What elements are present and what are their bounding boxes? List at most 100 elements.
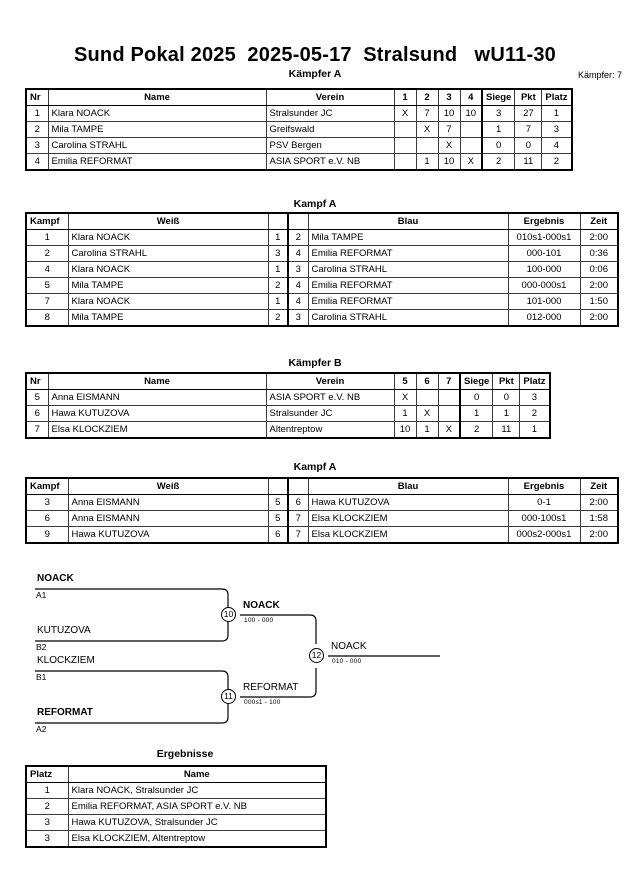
matches-a-th-kampf: Kampf (25, 213, 69, 230)
pool-a-th-2: 2 (415, 89, 439, 106)
pool-cell-siege: 3 (481, 105, 516, 122)
matches-a-th-wn (267, 213, 289, 230)
match-cell-blau: Elsa KLOCKZIEM (307, 510, 509, 527)
match-cell-kampf: 1 (25, 229, 69, 246)
results-th-name: Name (67, 766, 327, 783)
match-cell-weiss: Mila TAMPE (67, 309, 269, 327)
match-cell-blau-nr: 3 (287, 309, 309, 327)
pool-cell-nr: 2 (25, 121, 49, 138)
pool-cell-name: Anna EISMANN (47, 389, 267, 406)
results-cell-name: Hawa KUTUZOVA, Stralsunder JC (67, 814, 327, 831)
bracket-entry-seed-1: B2 (36, 642, 47, 652)
match-cell-ergebnis: 000-100s1 (507, 510, 581, 527)
match-cell-blau: Carolina STRAHL (307, 309, 509, 327)
match-cell-ergebnis: 000-000s1 (507, 277, 581, 294)
match-cell-kampf: 6 (25, 510, 69, 527)
pool-cell-match-2 (437, 405, 461, 422)
pool-cell-platz: 1 (541, 105, 573, 122)
match-cell-blau: Emilia REFORMAT (307, 277, 509, 294)
match-cell-blau-nr: 4 (287, 245, 309, 262)
pool-a-th-4: 4 (459, 89, 483, 106)
results-th-platz: Platz (25, 766, 69, 783)
bracket-match-number-10: 10 (221, 607, 236, 622)
pool-cell-verein: Stralsunder JC (265, 105, 395, 122)
match-cell-weiss: Anna EISMANN (67, 510, 269, 527)
pool-b-th-platz: Platz (519, 373, 551, 390)
match-cell-ergebnis: 0-1 (507, 494, 581, 511)
results-cell-platz: 1 (25, 782, 69, 799)
pool-cell-nr: 4 (25, 153, 49, 171)
pool-b-th-6: 6 (415, 373, 439, 390)
match-cell-weiss: Mila TAMPE (67, 277, 269, 294)
results-cell-platz: 3 (25, 814, 69, 831)
match-cell-zeit: 0:36 (579, 245, 619, 262)
pool-cell-nr: 3 (25, 137, 49, 154)
match-cell-weiss-nr: 2 (267, 277, 289, 294)
pool-cell-verein: ASIA SPORT e.V. NB (265, 389, 395, 406)
match-cell-kampf: 9 (25, 526, 69, 544)
matches-b-th-ergebnis: Ergebnis (507, 478, 581, 495)
pool-cell-match-1: 7 (415, 105, 439, 122)
match-cell-ergebnis: 101-000 (507, 293, 581, 310)
match-cell-weiss: Carolina STRAHL (67, 245, 269, 262)
pool-cell-match-0 (393, 121, 417, 138)
pool-cell-pkt: 0 (514, 137, 543, 154)
match-cell-weiss-nr: 5 (267, 494, 289, 511)
pool-a-th-name: Name (47, 89, 267, 106)
matches-a-header-row: Kampf Weiß Blau Ergebnis Zeit (25, 213, 619, 230)
match-cell-blau-nr: 4 (287, 293, 309, 310)
matches-b-title: Kampf A (293, 461, 337, 473)
pool-cell-match-3: X (459, 153, 483, 171)
pool-a-th-platz: Platz (541, 89, 573, 106)
pool-b-title: Kämpfer B (288, 357, 342, 369)
matches-a-th-zeit: Zeit (579, 213, 619, 230)
results-cell-name: Elsa KLOCKZIEM, Altentreptow (67, 830, 327, 848)
match-cell-kampf: 2 (25, 245, 69, 262)
pool-cell-verein: PSV Bergen (265, 137, 395, 154)
header-subtitle: Kämpfer A (288, 68, 342, 80)
pool-cell-name: Mila TAMPE (47, 121, 267, 138)
pool-b-th-7: 7 (437, 373, 461, 390)
match-cell-zeit: 2:00 (579, 494, 619, 511)
pool-cell-match-2: 10 (437, 153, 461, 171)
match-cell-kampf: 3 (25, 494, 69, 511)
pool-cell-pkt: 1 (492, 405, 521, 422)
match-cell-blau: Carolina STRAHL (307, 261, 509, 278)
pool-cell-siege: 1 (459, 405, 494, 422)
bracket-match-number-11: 11 (221, 689, 236, 704)
bracket-semi-upper-winner: NOACK (243, 600, 280, 611)
bracket-final-score: 010 - 000 (332, 658, 362, 665)
matches-b-th-bn (287, 478, 309, 495)
match-cell-kampf: 5 (25, 277, 69, 294)
match-cell-weiss-nr: 1 (267, 293, 289, 310)
pool-cell-platz: 2 (519, 405, 551, 422)
pool-cell-verein: Greifswald (265, 121, 395, 138)
match-cell-zeit: 2:00 (579, 309, 619, 327)
match-cell-weiss: Klara NOACK (67, 261, 269, 278)
pool-cell-match-1: 1 (415, 153, 439, 171)
match-cell-kampf: 8 (25, 309, 69, 327)
pool-cell-match-2: X (437, 421, 461, 439)
competitor-count: Kämpfer: 7 (577, 70, 622, 80)
pool-cell-match-2: 7 (437, 121, 461, 138)
matches-b-th-blau: Blau (307, 478, 509, 495)
pool-cell-match-0: 10 (393, 421, 417, 439)
pool-a-header-row: Nr Name Verein 1 2 3 4 Siege Pkt Platz (25, 89, 573, 106)
pool-cell-siege: 0 (481, 137, 516, 154)
pool-a-th-1: 1 (393, 89, 417, 106)
match-cell-blau: Emilia REFORMAT (307, 245, 509, 262)
